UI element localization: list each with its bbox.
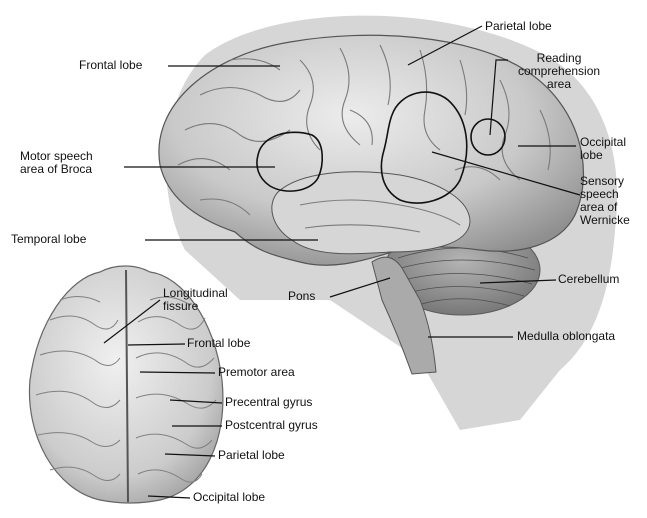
label-occipital-lobe-superior: Occipital lobe xyxy=(193,491,265,504)
label-parietal-lobe: Parietal lobe xyxy=(485,20,552,33)
label-longitudinal-fissure: Longitudinal fissure xyxy=(163,287,228,313)
label-wernicke-area: Sensory speech area of Wernicke xyxy=(580,175,630,227)
label-pons: Pons xyxy=(288,290,315,303)
label-reading-comprehension-area: Reading comprehension area xyxy=(518,52,600,91)
label-postcentral-gyrus: Postcentral gyrus xyxy=(225,419,318,432)
label-parietal-lobe-superior: Parietal lobe xyxy=(218,449,285,462)
label-broca-area: Motor speech area of Broca xyxy=(20,150,93,176)
label-temporal-lobe: Temporal lobe xyxy=(11,233,86,246)
label-medulla-oblongata: Medulla oblongata xyxy=(517,330,615,343)
label-premotor-area: Premotor area xyxy=(218,366,295,379)
label-precentral-gyrus: Precentral gyrus xyxy=(225,396,312,409)
label-frontal-lobe-superior: Frontal lobe xyxy=(187,337,250,350)
label-cerebellum: Cerebellum xyxy=(558,273,619,286)
label-occipital-lobe-lateral: Occipital lobe xyxy=(580,136,626,162)
label-frontal-lobe: Frontal lobe xyxy=(79,59,142,72)
